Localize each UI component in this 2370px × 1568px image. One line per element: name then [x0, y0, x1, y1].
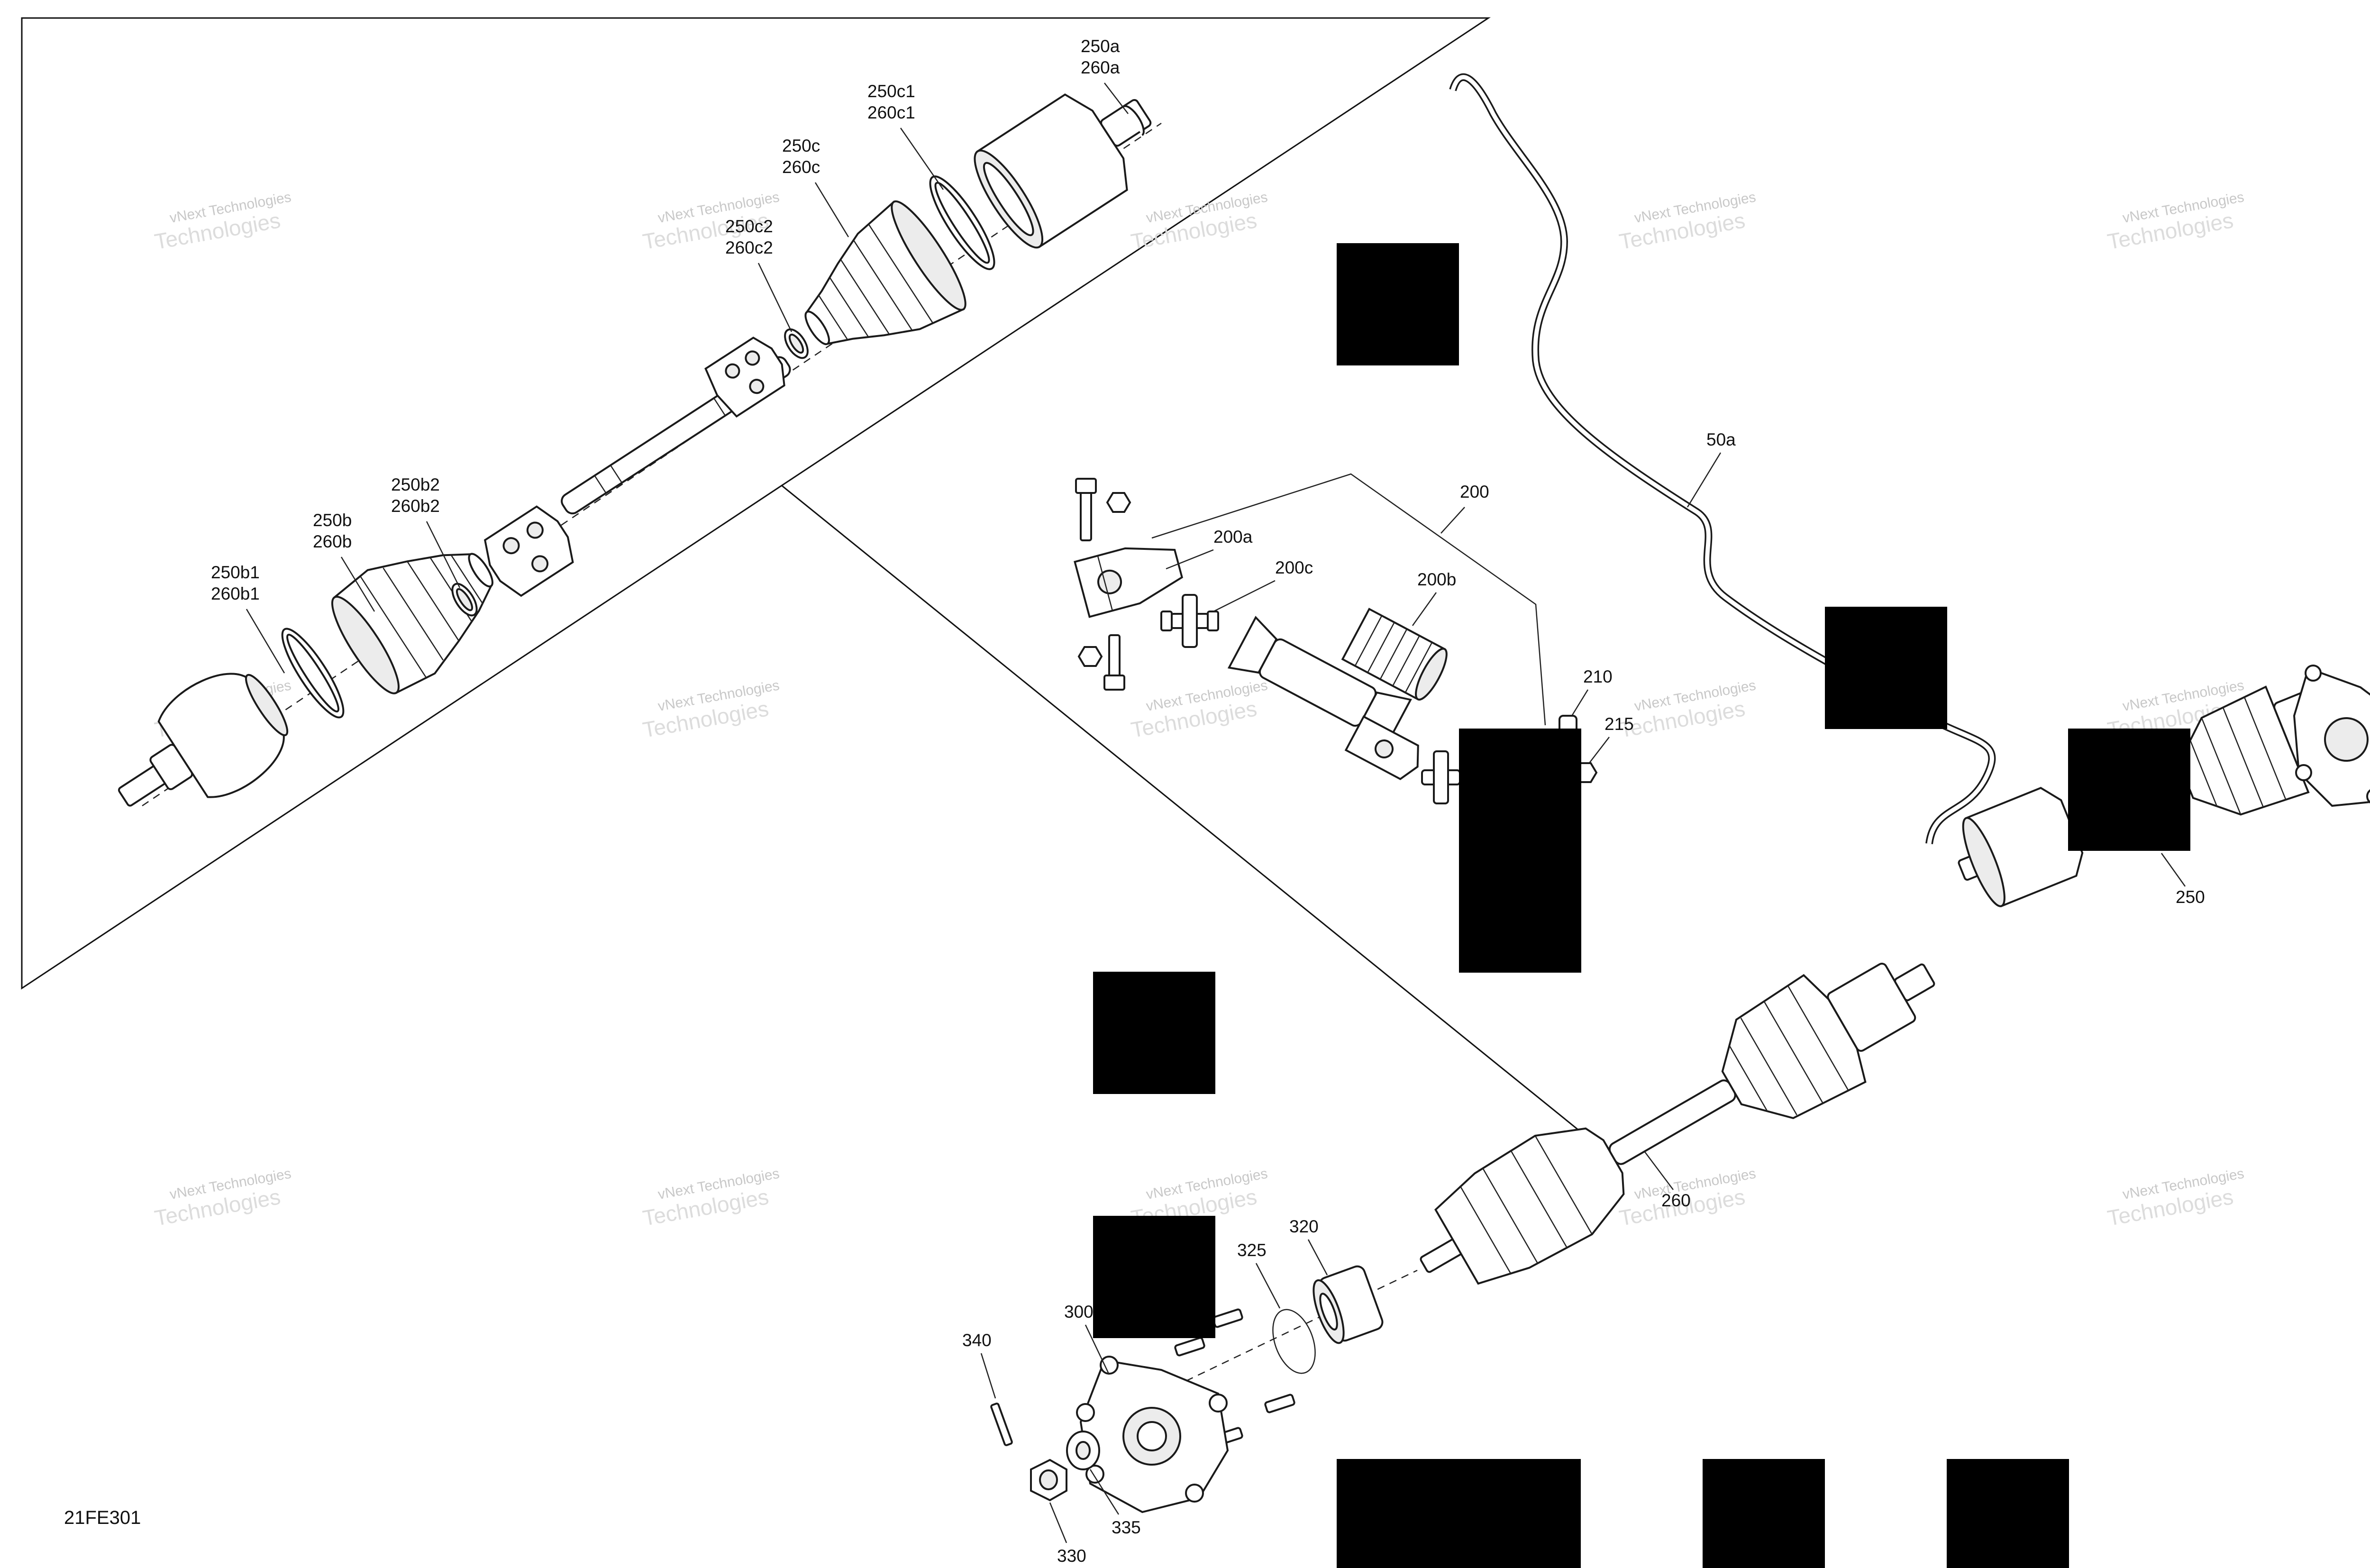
axle-260-body: [1420, 963, 1935, 1285]
tripod-joint: [483, 505, 574, 597]
redaction-block: [2068, 729, 2190, 851]
redaction-block: [1337, 1459, 1581, 1568]
callout-label: 250b: [313, 511, 352, 530]
snap-ring-250a: [1123, 105, 1145, 136]
bearing-320: [1313, 1265, 1384, 1344]
callout-label: 250a: [1081, 36, 1120, 56]
tripod-inner: [704, 337, 785, 418]
bolt-bottom: [1103, 634, 1125, 691]
redaction-block: [1703, 1459, 1825, 1568]
stud-lower: [1264, 1394, 1295, 1413]
redaction-layer: [1093, 243, 2190, 1568]
callout-label: 260c1: [867, 103, 915, 122]
yoke-lower: [1344, 715, 1419, 780]
callout-label: 335: [1112, 1518, 1141, 1537]
circlip-325: [1272, 1309, 1316, 1374]
redaction-block: [1459, 729, 1581, 973]
stud-upper: [1212, 1308, 1243, 1328]
washer-335: [1066, 1431, 1100, 1470]
callout-label: 200a: [1213, 527, 1253, 547]
callout-label: 250b1: [211, 563, 260, 582]
callout-label: 260b1: [211, 584, 260, 603]
boot-200b: [1341, 608, 1448, 701]
clamp-250c2: [784, 328, 809, 359]
callout-label: 210: [1583, 667, 1613, 686]
nut-bottom: [1077, 646, 1103, 667]
inner-cv-housing: [974, 93, 1152, 249]
detail-view-divider: [782, 485, 1588, 1139]
nut-330: [1030, 1459, 1067, 1502]
propshaft-200-group: 200 200a 200c: [1074, 473, 1634, 804]
callout-label: 320: [1289, 1217, 1319, 1236]
assembled-axle-260: 260: [1420, 963, 1935, 1285]
detail-view-border: [21, 17, 1491, 990]
callout-label: 50a: [1706, 430, 1736, 449]
callout-label: 260b2: [391, 496, 440, 516]
nut-top: [1106, 492, 1131, 513]
cotter-pin-340: [990, 1403, 1013, 1446]
exploded-front-axle-detail: [118, 93, 1162, 807]
ring-250b1: [281, 628, 345, 719]
callout-label: 200c: [1275, 558, 1313, 577]
brake-line-50a: 50a: [1449, 73, 1996, 845]
hub-flange-250: [2293, 665, 2370, 807]
yoke-200a: [1074, 547, 1183, 618]
callout-label: 215: [1604, 714, 1634, 734]
stud-mid: [1174, 1337, 1205, 1357]
redaction-block: [1093, 972, 1215, 1094]
redaction-block: [1093, 1216, 1215, 1338]
callout-label: 200b: [1417, 570, 1456, 589]
u-joint-200c: [1160, 594, 1219, 648]
callout-label: 260c2: [725, 238, 773, 257]
callout-label: 250c1: [867, 82, 915, 101]
callout-label: 330: [1057, 1546, 1086, 1566]
callout-label: 200: [1460, 482, 1489, 501]
callout-label: 260: [1661, 1191, 1691, 1210]
callout-label: 260b: [313, 532, 352, 551]
callout-label: 300: [1064, 1302, 1094, 1322]
callout-label: 325: [1237, 1240, 1267, 1260]
outer-cv-joint: [118, 673, 289, 807]
callout-group-detail: 250a 260a 250c1 260c1 250c 260c 250c2 26…: [211, 36, 1129, 674]
ring-250c1: [929, 175, 995, 270]
figure-code: 21FE301: [64, 1507, 141, 1528]
callout-label: 250c2: [725, 217, 773, 236]
callout-label: 260a: [1081, 58, 1120, 77]
callout-label: 250c: [782, 136, 820, 155]
hub-bearing-group: 320 325 300: [962, 1217, 1418, 1566]
redaction-block: [1337, 243, 1459, 365]
redaction-block: [1947, 1459, 2069, 1568]
u-joint-lower: [1421, 750, 1461, 804]
wheel-hub-300: [1076, 1356, 1229, 1513]
callout-label: 340: [962, 1331, 992, 1350]
clamp-250b2: [451, 583, 478, 617]
callout-label: 250: [2176, 887, 2205, 907]
redaction-block: [1825, 607, 1947, 729]
boot-250c: [804, 200, 966, 346]
callout-label: 250b2: [391, 475, 440, 494]
bolt-top: [1075, 478, 1097, 541]
callout-label: 260c: [782, 157, 820, 177]
